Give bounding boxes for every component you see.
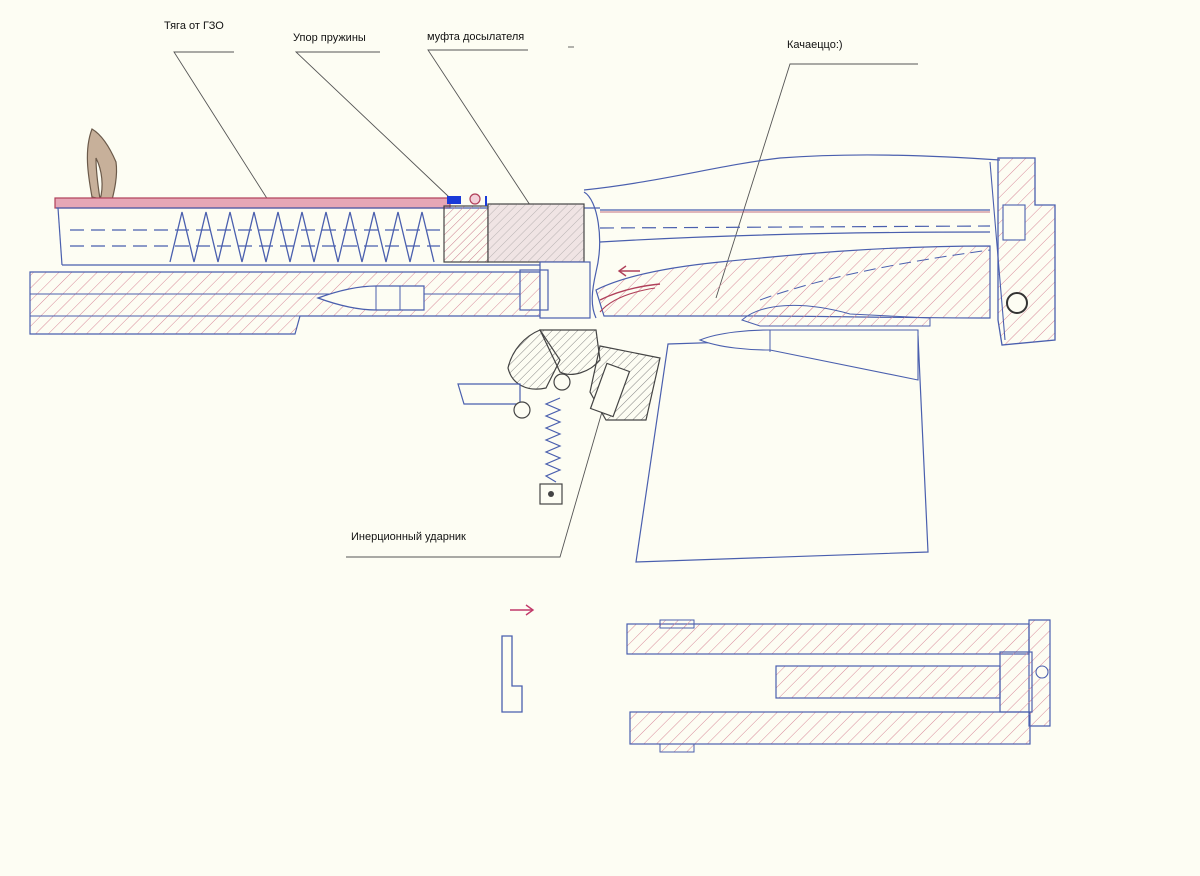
gas-rod (54, 197, 451, 209)
label-inertia-striker: Инерционный ударник (351, 531, 466, 543)
direction-arrow (510, 604, 535, 616)
trigger-group (457, 329, 661, 421)
bolt-carrier (519, 191, 601, 319)
label-rammer-coupling: муфта досылателя (427, 31, 525, 43)
striker-spring (544, 397, 562, 483)
chambered-cartridge (316, 285, 425, 311)
label-swing: Качаеццо:) (787, 39, 843, 51)
butt-pin (1006, 292, 1028, 314)
butt-plate (989, 157, 1056, 346)
detail-bracket (501, 635, 523, 713)
magazine (635, 305, 931, 563)
label-gas-rod: Тяга от ГЗО (164, 20, 224, 32)
barrel (29, 271, 541, 335)
leader-striker (346, 397, 607, 558)
label-spring-stop: Упор пружины (293, 32, 366, 44)
cocking-handle (86, 128, 118, 201)
leader-gas-rod (173, 51, 269, 201)
upper-housing (583, 154, 1001, 243)
leader-lines (173, 46, 918, 558)
leader-rammer (427, 49, 531, 206)
leader-spring-stop (294, 51, 450, 198)
spring-stop-pin (469, 193, 481, 205)
spring-stop (443, 205, 489, 263)
spring-stop-mark (447, 196, 461, 204)
recoil-spring (169, 211, 435, 263)
fork-detail (626, 619, 1051, 753)
leader-swing (715, 63, 918, 299)
swing-direction-arrow (617, 265, 640, 277)
